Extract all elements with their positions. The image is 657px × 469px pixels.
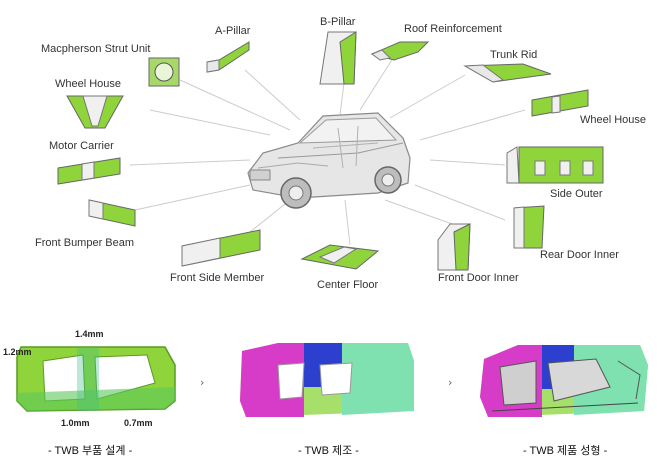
part-rear-door-inner-icon (513, 205, 545, 249)
part-a-pillar-icon (206, 41, 250, 73)
twb-forming-panel-image (480, 345, 648, 417)
part-side-outer-icon (506, 146, 604, 184)
part-label-front-door-inner: Front Door Inner (438, 272, 519, 284)
part-trunk-rid-icon (463, 63, 552, 83)
step-caption-manufacture: - TWB 제조 - (298, 445, 359, 457)
part-label-trunk-rid: Trunk Rid (490, 49, 538, 61)
part-roof-reinforcement-icon (370, 41, 430, 61)
car-body-image (247, 112, 411, 209)
step-caption-forming: - TWB 제품 성형 - (523, 445, 608, 457)
part-front-side-member-icon (181, 229, 261, 267)
part-macpherson-icon (148, 57, 180, 87)
thickness-label-1: 1.2mm (3, 347, 32, 357)
part-front-bumper-beam-icon (88, 199, 136, 227)
part-label-front-side-member: Front Side Member (170, 272, 265, 284)
twb-manufacture-panel-image (240, 343, 414, 417)
thickness-label-4: 0.7mm (124, 418, 153, 428)
part-label-wheel-house-right: Wheel House (580, 114, 647, 126)
part-wheel-house-left-icon (66, 95, 124, 129)
step-arrow-1: › (200, 376, 205, 389)
twb-design-panel-image (16, 346, 176, 412)
thickness-label-2: 1.4mm (75, 329, 104, 339)
part-center-floor-icon (300, 244, 380, 270)
part-label-motor-carrier: Motor Carrier (49, 140, 114, 152)
part-b-pillar-icon (319, 31, 357, 85)
part-label-macpherson: Macpherson Strut Unit (41, 43, 151, 55)
part-label-b-pillar: B-Pillar (320, 16, 356, 28)
part-label-rear-door-inner: Rear Door Inner (540, 249, 619, 261)
part-wheel-house-right-icon (531, 89, 589, 117)
part-label-front-bumper-beam: Front Bumper Beam (35, 237, 135, 249)
thickness-label-3: 1.0mm (61, 418, 90, 428)
part-label-side-outer: Side Outer (550, 188, 603, 200)
part-label-center-floor: Center Floor (317, 279, 379, 291)
part-label-a-pillar: A-Pillar (215, 25, 251, 37)
part-label-wheel-house-left: Wheel House (55, 78, 122, 90)
part-label-roof-reinforcement: Roof Reinforcement (404, 23, 502, 35)
step-caption-design: - TWB 부품 설계 - (48, 445, 133, 457)
part-motor-carrier-icon (57, 157, 121, 185)
part-front-door-inner-icon (437, 223, 471, 271)
step-arrow-2: › (448, 376, 453, 389)
